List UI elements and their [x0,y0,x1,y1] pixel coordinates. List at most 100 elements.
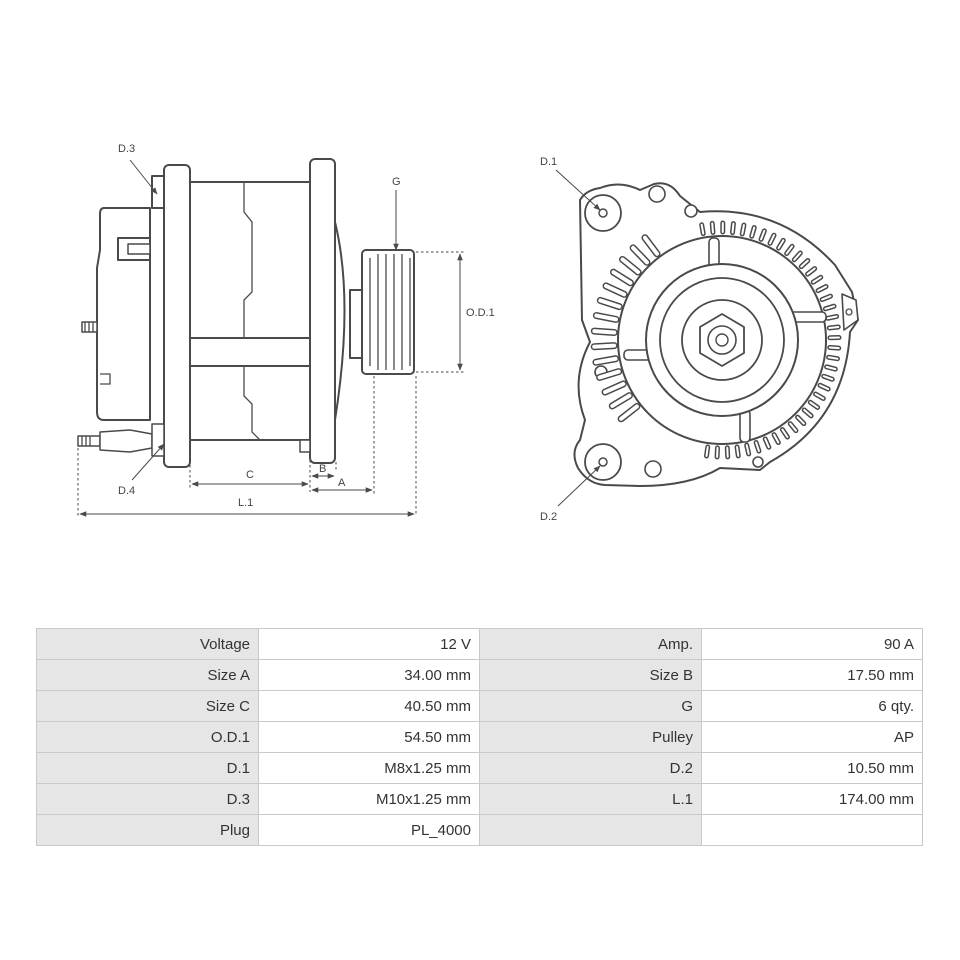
spec-value-left: 12 V [258,628,480,660]
spec-value-right: 17.50 mm [701,659,923,691]
spec-value-left: PL_4000 [258,814,480,846]
vent-slot-inner [642,235,660,256]
spec-label-left: D.1 [36,752,259,784]
spec-label-left: Size C [36,690,259,722]
spec-value-left: 34.00 mm [258,659,480,691]
label-d2: D.2 [540,511,557,523]
spec-label-left: D.3 [36,783,259,815]
vent-slot-inner [597,369,621,380]
vent-slot-inner [793,252,802,261]
spec-label-left: O.D.1 [36,721,259,753]
spec-value-left: M8x1.25 mm [258,752,480,784]
vent-slot-inner [750,226,756,238]
spec-value-left: 54.50 mm [258,721,480,753]
spec-label-right: Amp. [479,628,702,660]
vent-slot-inner [800,259,809,268]
vent-slot-inner [828,346,840,350]
spec-label-left: Voltage [36,628,259,660]
alternator-front-view: D.1 D.2 [540,156,859,523]
vent-slot-inner [594,313,618,322]
label-c: C [246,469,254,481]
vent-slot-inner [764,437,770,449]
spec-label-right: Size B [479,659,702,691]
spec-value-right: 174.00 mm [701,783,923,815]
vent-slot-inner [827,356,839,360]
vent-slot-inner [777,239,785,250]
vent-slot-inner [755,441,760,453]
vent-slot-inner [611,270,633,285]
vent-slots [590,220,842,460]
vent-slot-inner [769,234,776,245]
vent-slot-inner [760,229,766,241]
vent-slot-inner [603,381,626,395]
alternator-technical-drawing: D.3 G O.D.1 D.4 C B A L.1 [77,143,859,523]
vent-slot-inner [745,444,750,455]
vent-slot-inner [773,433,780,444]
vent-slot-inner [631,245,649,265]
spec-value-right: 6 qty. [701,690,923,722]
vent-slot-inner [809,401,819,409]
spec-label-right [479,814,702,846]
label-d4: D.4 [118,485,135,497]
vent-slot-inner [598,298,622,309]
vent-slot-inner [812,276,822,284]
vent-slot-inner [825,365,837,371]
vent-slot-inner [824,305,836,310]
vent-slot-inner [821,295,832,301]
vent-slot-inner [736,445,740,457]
vent-slot-inner [789,422,797,432]
label-l1: L.1 [238,497,253,509]
spec-label-right: Pulley [479,721,702,753]
spec-value-right: 90 A [701,628,923,660]
vent-slot-inner [806,267,816,276]
vent-slot-inner [826,315,838,320]
vent-slot-inner [592,329,617,335]
spec-label-left: Size A [36,659,259,691]
label-od1: O.D.1 [466,307,495,319]
vent-slot-inner [817,285,828,292]
vent-slot-inner [731,222,735,234]
label-b: B [319,463,326,475]
vent-slot-inner [781,428,789,438]
alternator-side-view: D.3 G O.D.1 D.4 C B A L.1 [77,143,495,517]
label-a: A [338,477,346,489]
vent-slot-inner [785,245,794,255]
vent-slot-inner [711,222,714,234]
vent-slot-inner [592,343,617,349]
vent-slot-inner [610,393,632,408]
vent-slot-inner [741,224,745,235]
vent-slot-inner [603,283,627,297]
spec-label-right: G [479,690,702,722]
vent-slot-inner [619,404,639,421]
vent-slot-inner [822,375,834,381]
vent-slot-inner [593,356,618,365]
label-g: G [392,176,401,188]
label-d3: D.3 [118,143,135,155]
label-d1: D.1 [540,156,557,168]
vent-slot-inner [828,325,840,329]
spec-label-right: D.2 [479,752,702,784]
spec-label-left: Plug [36,814,259,846]
vent-slot-inner [814,393,825,400]
spec-label-right: L.1 [479,783,702,815]
spec-value-right [701,814,923,846]
spec-value-right: 10.50 mm [701,752,923,784]
spec-value-left: 40.50 mm [258,690,480,722]
spec-value-right: AP [701,721,923,753]
vent-slot-inner [803,408,813,417]
spec-value-left: M10x1.25 mm [258,783,480,815]
vent-slot-inner [796,416,805,425]
vent-slot-inner [700,223,705,235]
vent-slot-inner [819,384,830,391]
vent-slot-inner [620,257,641,275]
vent-slot-inner [705,446,709,457]
